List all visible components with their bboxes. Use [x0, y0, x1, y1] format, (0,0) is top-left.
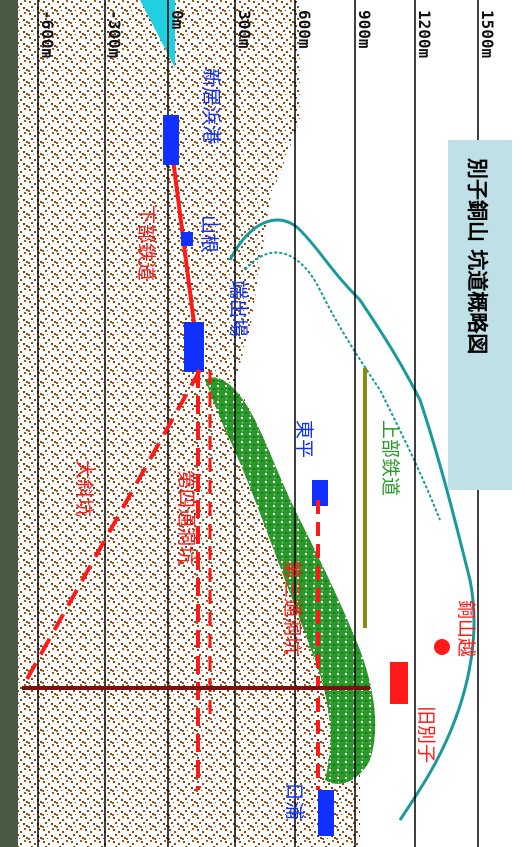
dozan-mine-marker — [434, 639, 450, 655]
hiura-block — [318, 790, 334, 836]
elevation-label-900: 900m — [355, 10, 374, 49]
elevation-labels: 1500m 1200m 900m 600m 300m 0m -300m -600… — [38, 10, 497, 59]
label-tunnel4: 第四通洞坑 — [175, 470, 197, 565]
forest-zone — [205, 377, 376, 784]
yamane-block — [181, 232, 193, 246]
underground-soil — [18, 0, 360, 847]
niihama-port-block — [163, 115, 179, 165]
label-dozan-mine: 銅山越 — [455, 600, 477, 657]
mountain-outline — [228, 218, 476, 821]
elevation-label-600: 600m — [295, 10, 314, 49]
elevation-label-1200: 1200m — [415, 10, 434, 59]
daishakou-line — [20, 369, 202, 689]
sea-area — [140, 0, 175, 68]
map-edge-strip — [0, 0, 18, 847]
elevation-label-300: 300m — [235, 10, 254, 49]
elevation-label-0: 0m — [168, 10, 187, 30]
label-toyonari: 東平 — [293, 420, 315, 458]
label-lower-railway: 下部鉄道 — [135, 205, 157, 281]
elevation-label-1500: 1500m — [478, 10, 497, 59]
title-box — [448, 140, 512, 490]
toyonari-block — [312, 480, 328, 506]
label-upper-railway: 上部鉄道 — [379, 420, 401, 496]
hatade-block — [184, 322, 204, 372]
label-old-besshi: 旧別子 — [415, 706, 437, 763]
label-niihama-port: 新居浜港 — [200, 68, 222, 144]
label-daishakou: 大斜坑 — [73, 460, 95, 517]
label-tunnel3: 第三通洞坑 — [281, 560, 303, 655]
old-besshi-block — [390, 662, 408, 704]
elevation-label-minus600: -600m — [38, 10, 57, 59]
label-yamane: 山根 — [198, 215, 220, 253]
elevation-label-minus300: -300m — [105, 10, 124, 59]
mountain-ridge-detail — [244, 251, 441, 521]
diagram-title: 別子銅山 坑道概略図 — [465, 158, 489, 354]
label-hatade: 端出場 — [227, 280, 249, 337]
label-hiura: 日浦 — [283, 782, 305, 820]
